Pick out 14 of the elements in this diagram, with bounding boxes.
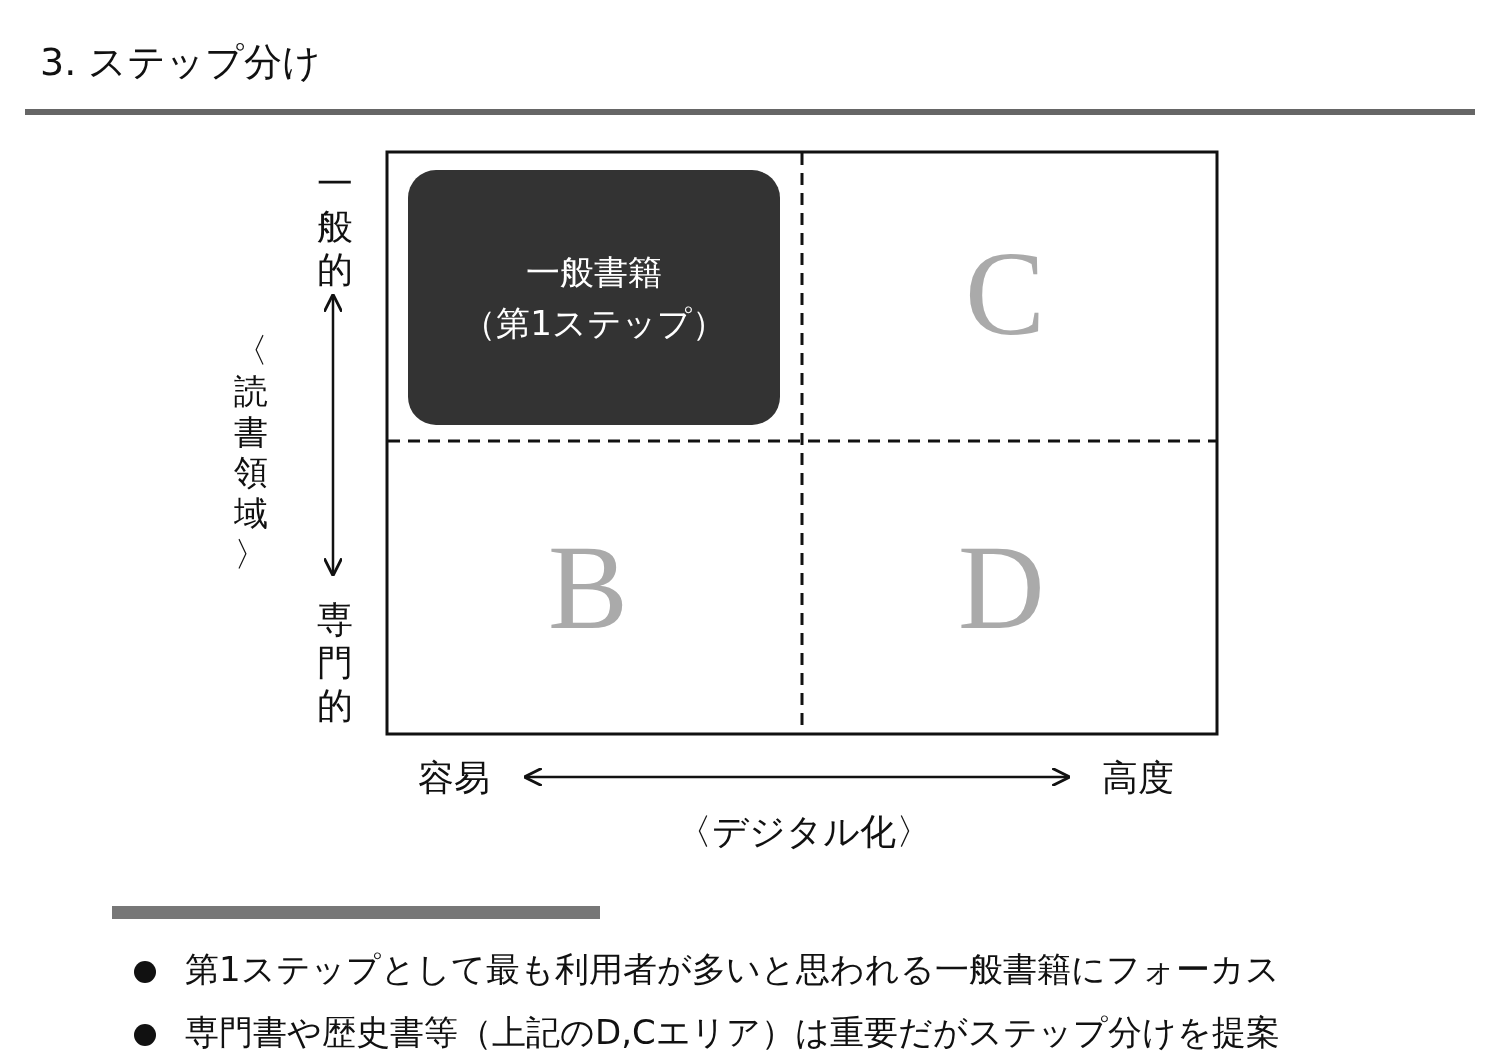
- quadrant-letter: C: [965, 228, 1046, 360]
- axis-label: 容易: [418, 758, 490, 798]
- axis-title: 〈デジタル化〉: [676, 812, 932, 852]
- bullet-text: 第1ステップとして最も利用者が多いと思われる一般書籍にフォーカス: [185, 951, 1280, 989]
- axis-label: 一般的: [316, 162, 354, 292]
- step-box: [408, 170, 780, 425]
- quadrant-letter: D: [958, 522, 1045, 654]
- axis-label: 専門的: [316, 598, 354, 728]
- bullet-text: 専門書や歴史書等（上記のD,Cエリア）は重要だがステップ分けを提案: [185, 1014, 1280, 1052]
- box-label: 一般書籍（第1ステップ）: [461, 250, 727, 345]
- axis-title: 〈読書領域〉: [233, 330, 269, 575]
- axis-label: 高度: [1102, 758, 1174, 798]
- page-title: 3. ステップ分け: [40, 42, 322, 84]
- quadrant-letter: B: [548, 522, 629, 654]
